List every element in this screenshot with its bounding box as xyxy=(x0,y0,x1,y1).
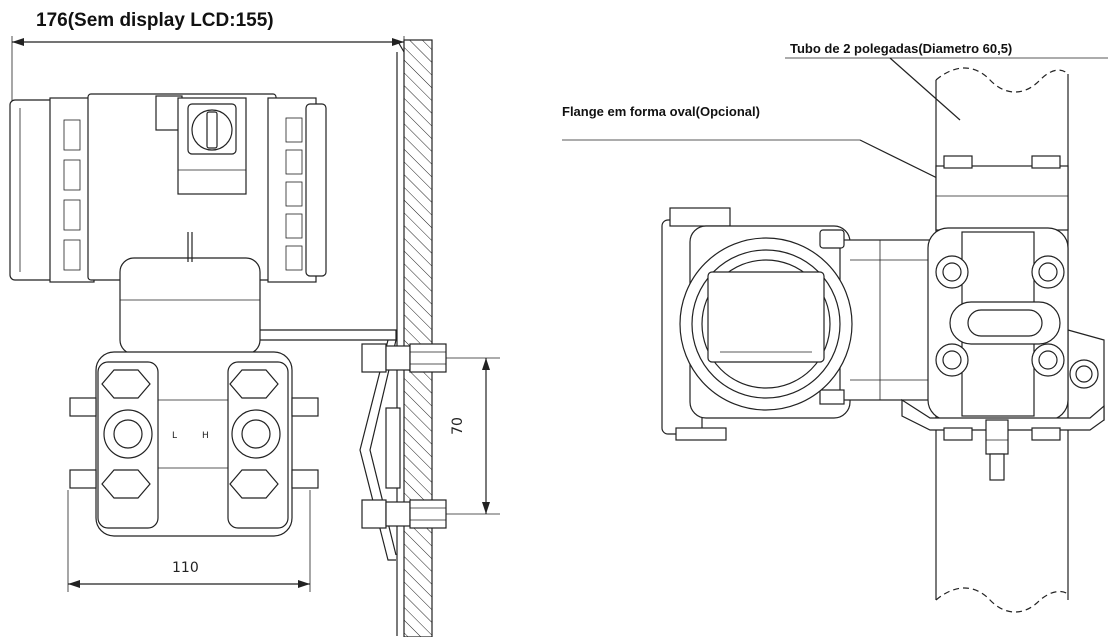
svg-text:H: H xyxy=(202,431,209,441)
oval-flange-front xyxy=(927,227,1105,421)
side-view: L H xyxy=(9,36,500,637)
upper-bolt xyxy=(361,343,447,373)
bolt-spacing-dimension xyxy=(446,357,500,515)
pipe-clamp-lower xyxy=(901,398,1105,481)
lower-bolt xyxy=(361,499,447,529)
pipe-leader xyxy=(785,57,1108,121)
flange-leader xyxy=(562,139,991,205)
transmitter-front-housing xyxy=(661,207,931,441)
svg-text:L: L xyxy=(172,431,177,441)
process-flange: L H xyxy=(69,351,319,537)
front-view xyxy=(562,57,1108,613)
overall-width-label: 176(Sem display LCD:155) xyxy=(36,10,274,31)
body-width-dimension xyxy=(67,490,311,592)
pipe-label: Tubo de 2 polegadas(Diametro 60,5) xyxy=(790,41,1013,56)
flange-label: Flange em forma oval(Opcional) xyxy=(562,104,760,119)
transmitter-housing xyxy=(9,93,327,283)
mounting-wall xyxy=(396,39,433,637)
body-width-label: 110 xyxy=(172,560,199,576)
pipe-clamp-upper xyxy=(935,155,1069,231)
